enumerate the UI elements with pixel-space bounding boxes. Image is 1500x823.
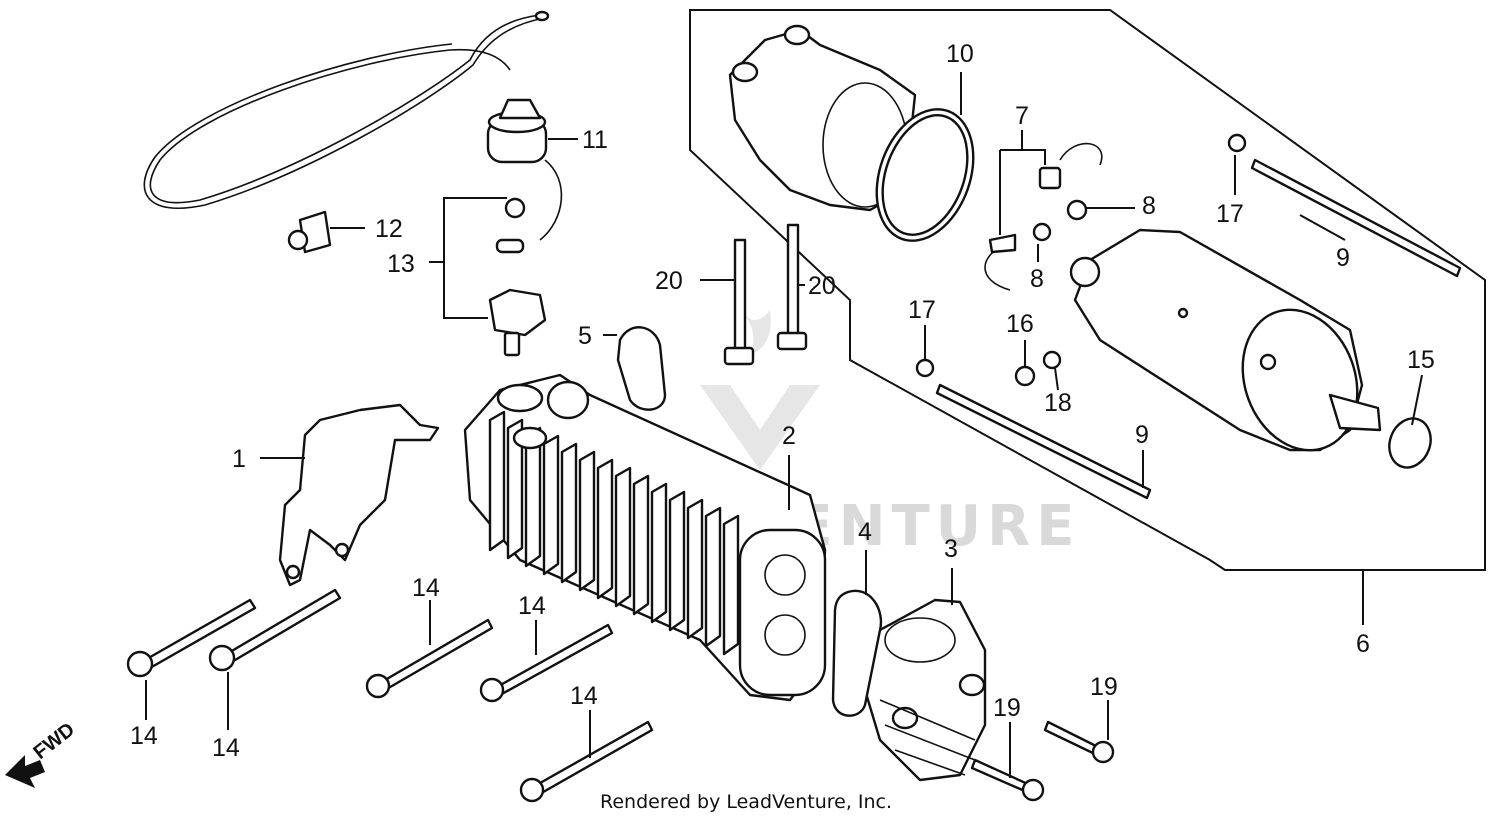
callout-14-e: 14 (570, 682, 598, 710)
callout-20-left: 20 (655, 267, 683, 295)
callout-10: 10 (946, 40, 974, 68)
callout-labels: 11 12 13 5 1 2 3 4 20 20 10 7 8 8 17 9 1… (130, 40, 1435, 762)
part-20-bolts (723, 223, 808, 366)
part-4-gasket (831, 589, 883, 717)
callout-8-upper: 8 (1142, 192, 1156, 220)
housing-fin (668, 490, 686, 632)
housing-fin (542, 434, 560, 576)
starter-group-outline (689, 9, 1486, 571)
part-9-through-bolts (935, 158, 1462, 500)
credit-line: Rendered by LeadVenture, Inc. (600, 791, 892, 813)
leader-lines (145, 72, 1423, 778)
fwd-direction-arrow: FWD (5, 719, 79, 788)
part-11-sensor-wire (143, 10, 563, 254)
housing-fin (596, 458, 614, 600)
small-fasteners (915, 133, 1247, 387)
callout-5: 5 (578, 322, 592, 350)
housing-fin (704, 506, 722, 648)
part-19-bolts (970, 720, 1115, 802)
housing-fin (650, 482, 668, 624)
part-10-cover-and-ring (728, 24, 975, 242)
housing-fin (614, 466, 632, 608)
callout-18: 18 (1044, 389, 1072, 417)
housing-fin (506, 418, 524, 560)
callout-6: 6 (1356, 630, 1370, 658)
starter-motor (1069, 228, 1382, 452)
housing-fin (686, 498, 704, 640)
callout-1: 1 (232, 445, 246, 473)
callout-19-a: 19 (993, 694, 1021, 722)
callout-13: 13 (387, 250, 415, 278)
callout-12: 12 (375, 215, 403, 243)
callout-8-lower: 8 (1030, 265, 1044, 293)
callout-4: 4 (858, 518, 872, 546)
housing-fin (722, 514, 740, 656)
housing-fin (560, 442, 578, 584)
callout-2: 2 (782, 422, 796, 450)
housing-fin (578, 450, 596, 592)
callout-20-right: 20 (808, 272, 836, 300)
part-2-housing (463, 373, 827, 702)
part-15-o-ring (1388, 417, 1432, 469)
callout-14-b: 14 (212, 734, 240, 762)
callout-16: 16 (1006, 310, 1034, 338)
callout-17-upper: 17 (1216, 200, 1244, 228)
callout-15: 15 (1407, 346, 1435, 374)
callout-14-d: 14 (518, 592, 546, 620)
fwd-label: FWD (30, 719, 79, 764)
callout-14-c: 14 (412, 574, 440, 602)
part-7-brush-holder (984, 142, 1103, 291)
part-12-clip (287, 210, 332, 254)
callout-3: 3 (944, 535, 958, 563)
callout-9-lower: 9 (1135, 421, 1149, 449)
callout-14-a: 14 (130, 722, 158, 750)
part-1-bracket (278, 403, 440, 587)
part-14-bolts (126, 588, 654, 803)
callout-9-upper: 9 (1336, 244, 1350, 272)
part-5-o-ring (616, 326, 667, 411)
part-13-switch (488, 197, 547, 357)
part-3-end-cap (863, 598, 987, 782)
callout-17-lower: 17 (908, 296, 936, 324)
callout-19-b: 19 (1090, 673, 1118, 701)
callout-11: 11 (582, 126, 608, 154)
housing-fin (632, 474, 650, 616)
callout-7: 7 (1015, 102, 1029, 130)
housing-fin (488, 410, 506, 552)
